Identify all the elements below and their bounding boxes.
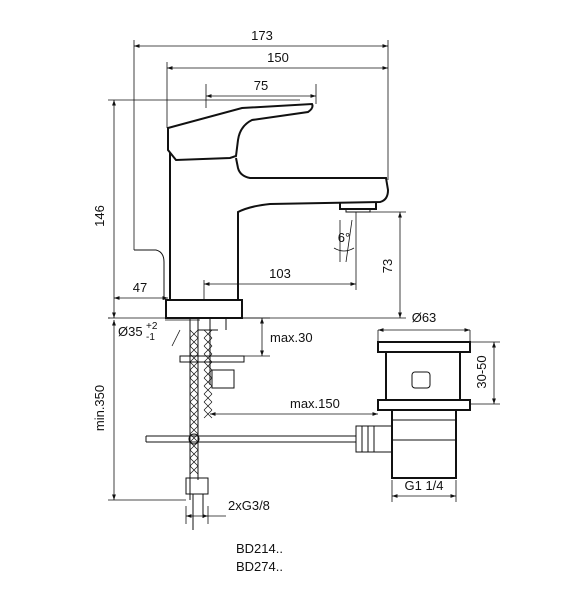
- supply-hoses: [145, 318, 356, 530]
- dim-connection: 2xG3/8: [228, 498, 270, 513]
- dim-waste-thread: G1 1/4: [404, 478, 443, 493]
- dim-spout-height: 73: [380, 259, 395, 273]
- product-code: BD214..: [236, 541, 283, 556]
- product-code: BD274..: [236, 559, 283, 574]
- dim-body-reach: 150: [267, 50, 289, 65]
- dim-overall-width: 173: [251, 28, 273, 43]
- product-codes: BD214.. BD274..: [236, 540, 283, 576]
- dim-lever-length: 75: [254, 78, 268, 93]
- faucet-outline: [134, 102, 390, 319]
- dimension-lines: [108, 40, 500, 524]
- pop-up-waste: [355, 341, 471, 479]
- dim-waste-diameter: Ø63: [412, 310, 437, 325]
- dim-spout-reach: 103: [269, 266, 291, 281]
- dim-deck-thickness: max.30: [270, 330, 313, 345]
- dim-base-offset: 47: [133, 280, 147, 295]
- dim-spray-angle: 6°: [338, 230, 350, 245]
- dim-total-height: 146: [92, 205, 107, 227]
- dim-hole-diameter: Ø35: [118, 324, 143, 339]
- dim-waste-height: 30-50: [474, 355, 489, 388]
- dim-hole-tol-minus: -1: [146, 332, 155, 343]
- dim-hose-length: min.350: [92, 385, 107, 431]
- dim-pull-rod: max.150: [290, 396, 340, 411]
- dim-hole-tol-plus: +2: [146, 321, 158, 332]
